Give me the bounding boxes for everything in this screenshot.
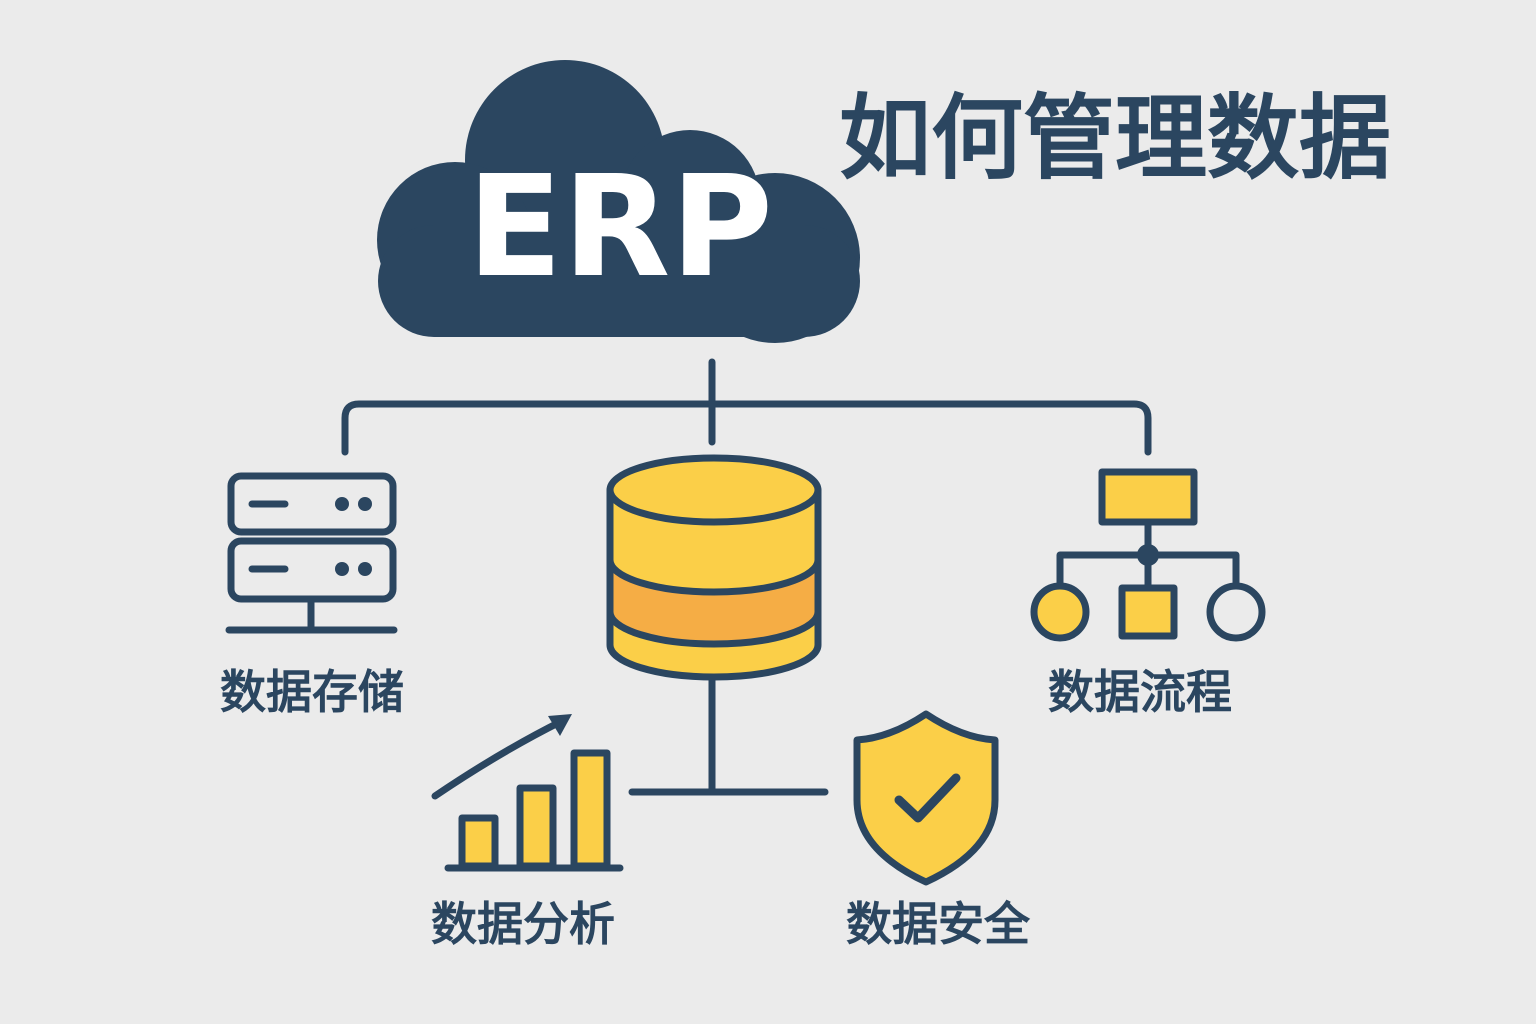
label-storage: 数据存储 xyxy=(220,665,404,719)
database-icon xyxy=(606,454,822,681)
connector-lines xyxy=(341,358,1152,796)
server-icon xyxy=(225,472,398,634)
cloud-label: ERP xyxy=(467,146,773,309)
page-title: 如何管理数据 xyxy=(839,85,1391,192)
bar-chart-icon xyxy=(431,714,624,872)
erp-cloud-icon xyxy=(377,60,860,343)
label-flow: 数据流程 xyxy=(1048,665,1232,719)
trend-arrow-icon xyxy=(548,714,572,736)
label-security: 数据安全 xyxy=(846,897,1031,951)
workflow-icon xyxy=(1030,468,1266,642)
shield-check-icon xyxy=(853,710,999,886)
label-analysis: 数据分析 xyxy=(431,897,615,951)
